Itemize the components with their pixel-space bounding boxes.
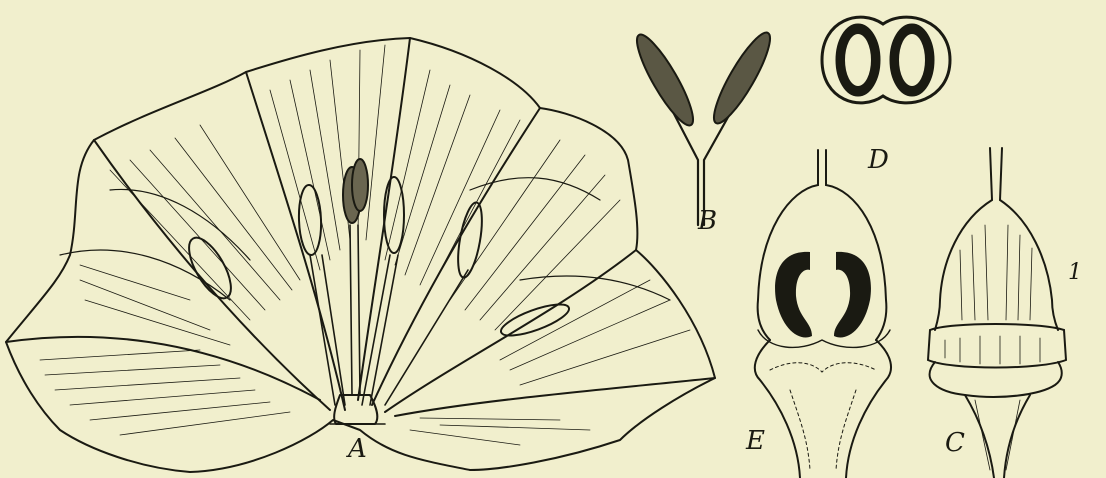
label-a: A [348,436,367,462]
label-d: D [868,147,889,173]
label-b: B [698,208,717,234]
figure-e-ovary-longitudinal-section [755,150,891,478]
label-c-side: 1 [1068,262,1082,284]
figure-d-ovary-cross-section [822,17,950,103]
figure-b-style-branches [629,27,779,225]
label-c: C [945,430,965,456]
figure-a-opened-corolla [6,38,715,472]
label-e: E [746,428,765,454]
